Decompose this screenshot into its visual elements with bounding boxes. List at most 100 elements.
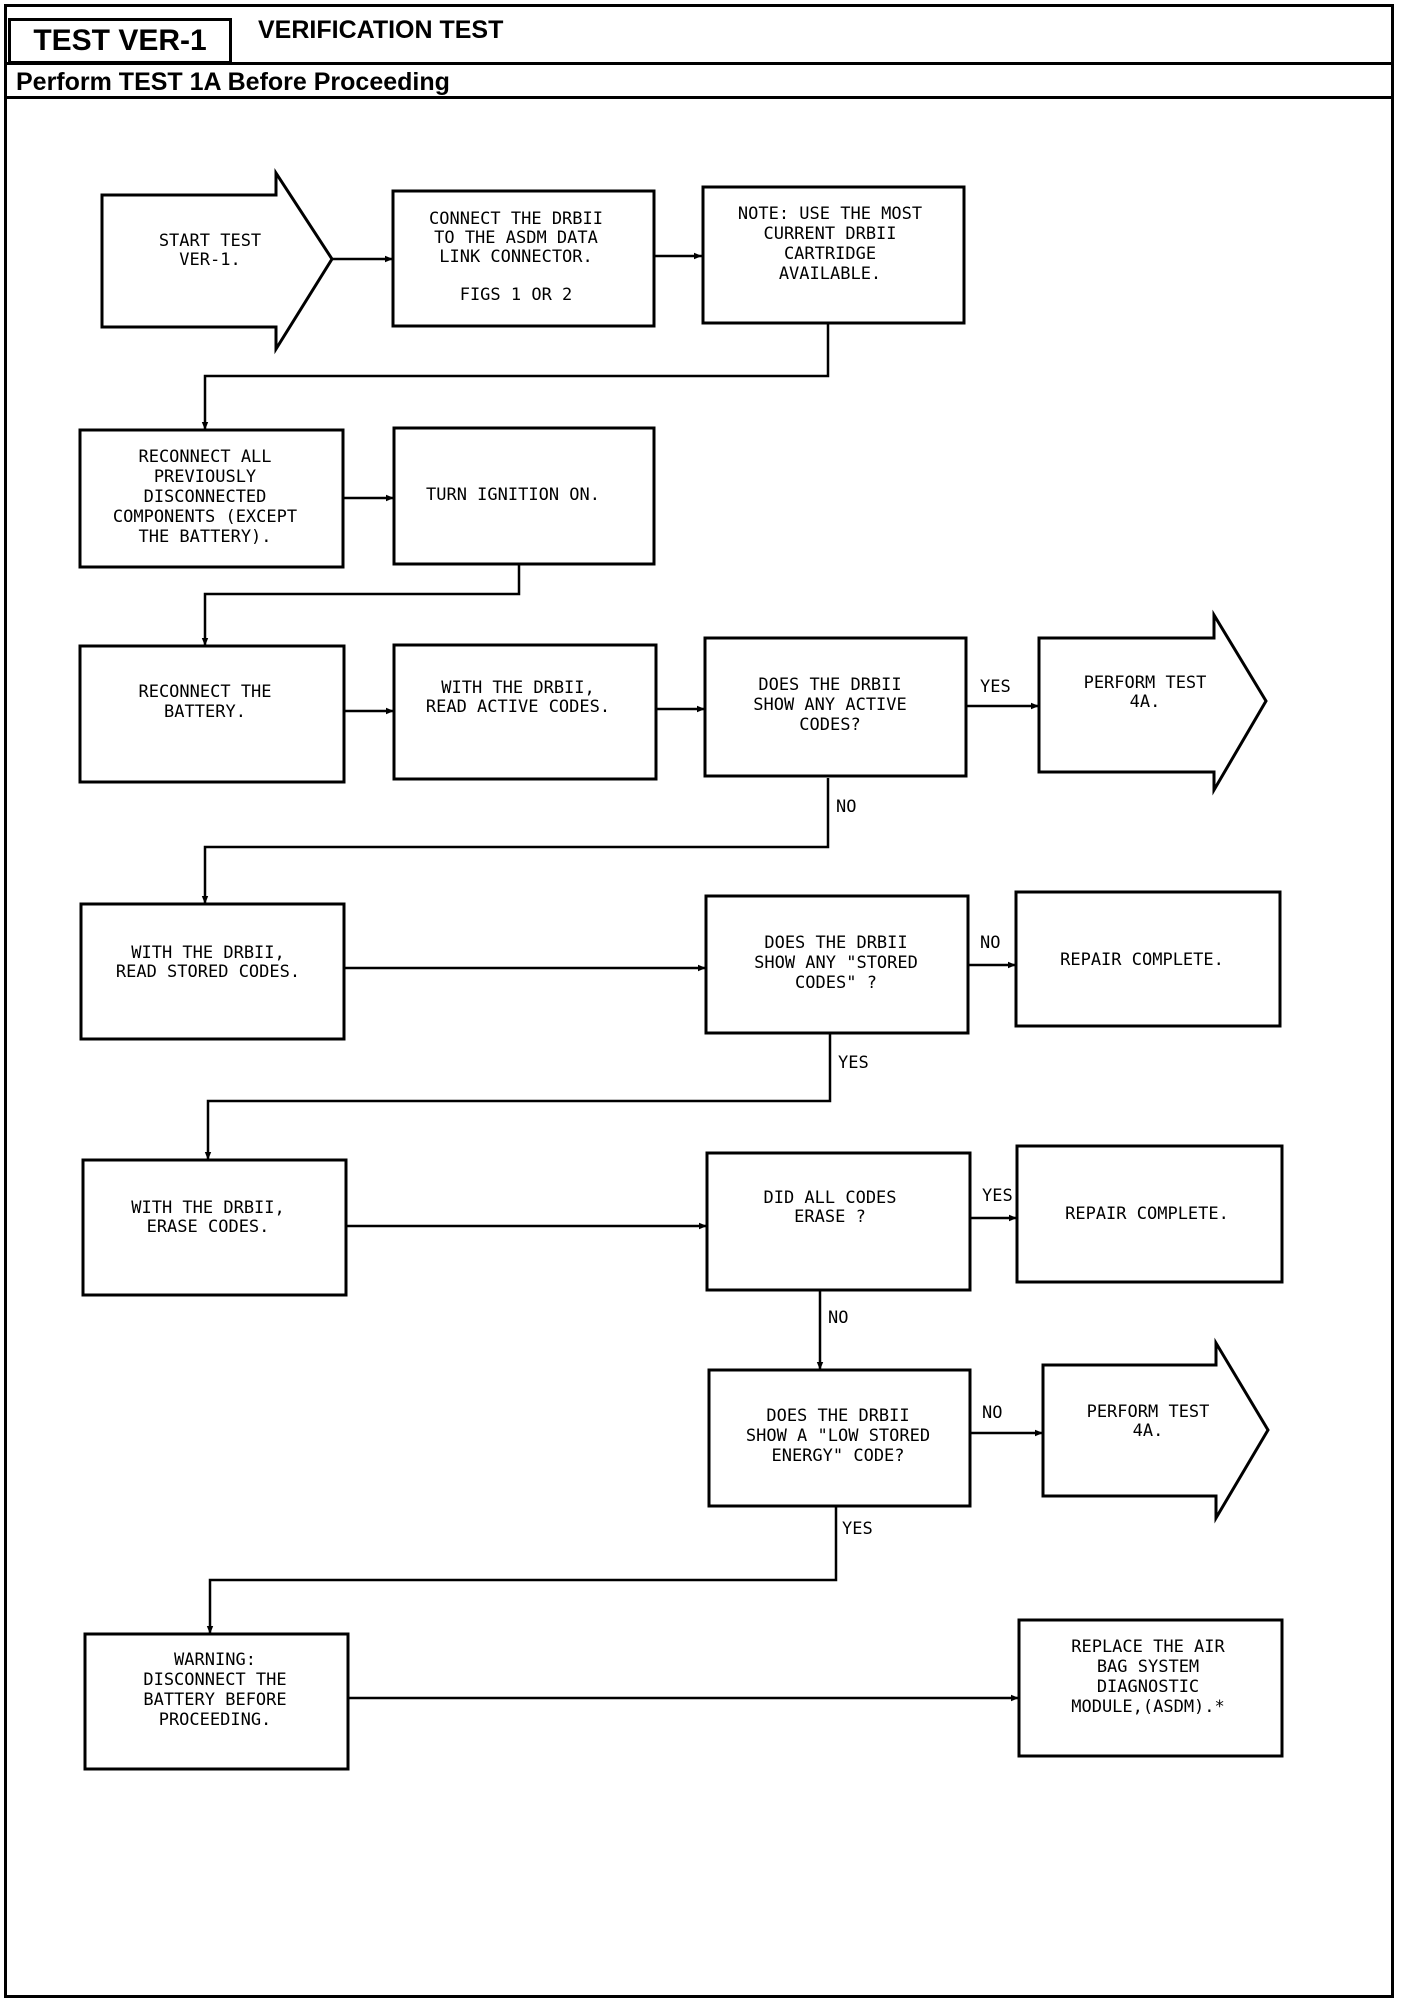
warning-box: [83, 1632, 350, 1771]
read-stored-text: WITH THE DRBII,READ STORED CODES.: [116, 943, 300, 982]
node-text-line: 4A.: [1130, 692, 1161, 712]
node-text-line: THE BATTERY).: [138, 527, 271, 547]
erase-question-box: [705, 1151, 972, 1292]
prerequisite-note: Perform TEST 1A Before Proceeding: [16, 68, 450, 96]
node-text-line: VER-1.: [179, 250, 240, 270]
ignition-text: TURN IGNITION ON.: [426, 485, 600, 505]
label-stored-yes: YES: [838, 1053, 869, 1073]
read-active-text: WITH THE DRBII,READ ACTIVE CODES.: [426, 678, 610, 717]
node-text-line: READ STORED CODES.: [116, 962, 300, 982]
node-text-line: TURN IGNITION ON.: [426, 485, 600, 505]
repair-complete-text-1: REPAIR COMPLETE.: [1060, 950, 1224, 970]
node-text-line: CODES" ?: [795, 973, 877, 993]
node-text-line: FIGS 1 OR 2: [460, 285, 573, 305]
node-text-line: DIAGNOSTIC: [1097, 1677, 1199, 1697]
node-text-line: NOTE: USE THE MOST: [738, 204, 922, 224]
node-text-line: ERASE CODES.: [147, 1217, 270, 1237]
test-title: VERIFICATION TEST: [258, 16, 504, 44]
edge-note-reconnect: [201, 323, 830, 430]
node-text-line: WITH THE DRBII,: [441, 678, 595, 698]
node-text-line: DISCONNECTED: [144, 487, 267, 507]
node-text-line: DISCONNECT THE: [143, 1670, 286, 1690]
shapes: [78, 167, 1284, 1771]
label-low-yes: YES: [842, 1519, 873, 1539]
node-text-line: PREVIOUSLY: [154, 467, 256, 487]
node-text-line: TO THE ASDM DATA: [434, 228, 598, 248]
repair-complete-text-2: REPAIR COMPLETE.: [1065, 1204, 1229, 1224]
node-text-line: DOES THE DRBII: [758, 675, 901, 695]
test4a-arrow-1: [1037, 609, 1268, 796]
edge-storedq-erase: [204, 1033, 832, 1160]
node-text-line: REPAIR COMPLETE.: [1060, 950, 1224, 970]
replace-asdm-box: [1017, 1618, 1284, 1758]
label-active-no: NO: [836, 797, 856, 817]
node-text-line: CARTRIDGE: [784, 244, 876, 264]
read-stored-box: [79, 902, 346, 1041]
node-text-line: REPLACE THE AIR: [1071, 1637, 1225, 1657]
node-text-line: ENERGY" CODE?: [771, 1446, 904, 1466]
node-text-line: SHOW A "LOW STORED: [746, 1426, 930, 1446]
label-erase-yes: YES: [982, 1186, 1013, 1206]
node-text-line: PROCEEDING.: [159, 1710, 272, 1730]
repair-complete-box-2: [1015, 1144, 1284, 1284]
node-text-line: COMPONENTS (EXCEPT: [113, 507, 297, 527]
node-text-line: RECONNECT THE: [138, 682, 271, 702]
erase-box: [81, 1158, 348, 1297]
node-text-line: CURRENT DRBII: [763, 224, 896, 244]
test4a-arrow-2: [1041, 1337, 1270, 1524]
stored-question-box: [704, 894, 970, 1035]
node-text-line: WARNING:: [174, 1650, 256, 1670]
node-text-line: READ ACTIVE CODES.: [426, 697, 610, 717]
node-text-line: RECONNECT ALL: [138, 447, 271, 467]
node-text-line: PERFORM TEST: [1087, 1402, 1210, 1422]
node-text-line: SHOW ANY ACTIVE: [753, 695, 907, 715]
node-text-line: CODES?: [799, 715, 860, 735]
start-arrow-shape: [100, 167, 334, 355]
node-text-line: DOES THE DRBII: [764, 933, 907, 953]
low-energy-question-box: [707, 1368, 972, 1508]
node-text-line: BATTERY.: [164, 702, 246, 722]
erase-text: WITH THE DRBII,ERASE CODES.: [131, 1198, 285, 1237]
edge-activeq-readstored: [201, 778, 830, 904]
node-text-line: SHOW ANY "STORED: [754, 953, 918, 973]
connect-box: [391, 189, 656, 328]
edge-lowq-warning: [206, 1506, 838, 1634]
node-text-line: WITH THE DRBII,: [131, 943, 285, 963]
active-question-box: [703, 636, 968, 778]
header-divider-bottom: [4, 96, 1394, 99]
node-text-line: DOES THE DRBII: [766, 1406, 909, 1426]
test-id-label: TEST VER-1: [8, 18, 232, 64]
edge-ignition-battery: [201, 565, 521, 646]
node-text-line: PERFORM TEST: [1084, 673, 1207, 693]
node-text-line: DID ALL CODES: [763, 1188, 896, 1208]
label-erase-no: NO: [828, 1308, 848, 1328]
header-divider-top: [4, 62, 1394, 65]
node-text-line: 4A.: [1133, 1421, 1164, 1441]
connectors: [201, 252, 1043, 1702]
label-active-yes: YES: [980, 677, 1011, 697]
label-stored-no: NO: [980, 933, 1000, 953]
node-text-line: BATTERY BEFORE: [143, 1690, 286, 1710]
node-text-line: MODULE,(ASDM).*: [1071, 1697, 1225, 1717]
label-low-no: NO: [982, 1403, 1002, 1423]
reconnect-all-box: [78, 428, 345, 569]
reconnect-battery-box: [78, 644, 346, 784]
node-text-line: WITH THE DRBII,: [131, 1198, 285, 1218]
node-text-line: REPAIR COMPLETE.: [1065, 1204, 1229, 1224]
node-text-line: AVAILABLE.: [779, 264, 881, 284]
node-text-line: LINK CONNECTOR.: [439, 247, 593, 267]
